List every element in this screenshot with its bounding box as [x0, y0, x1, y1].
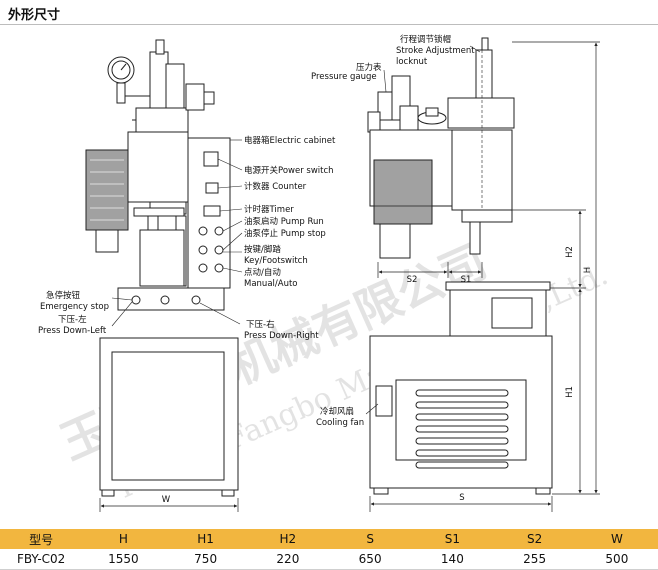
spec-cell: 1550 — [82, 549, 165, 570]
spec-header: H — [82, 529, 165, 549]
callout-cooling-en: Cooling fan — [316, 418, 364, 428]
front-motor — [85, 149, 129, 253]
front-view — [85, 39, 239, 497]
callout-pump-stop: 油泵停止 Pump stop — [244, 228, 326, 239]
table-row: FBY-C02 1550 750 220 650 140 255 500 — [0, 549, 658, 570]
callout-stroke-en: Stroke Adjustment — [396, 46, 475, 56]
callout-counter: 计数器 Counter — [244, 181, 307, 192]
spec-cell: 140 — [411, 549, 494, 570]
callout-emergency-cn: 急停按钮 — [46, 290, 81, 301]
spec-header: 型号 — [0, 529, 83, 549]
callout-power-switch: 电源开关Power switch — [244, 165, 334, 176]
pressure-gauge — [107, 56, 150, 104]
side-callout-lines — [365, 45, 481, 415]
spec-table-header-row: 型号 H H1 H2 S S1 S2 W — [0, 529, 658, 549]
side-view — [367, 37, 553, 495]
spec-header: W — [575, 529, 658, 549]
spec-header: H1 — [164, 529, 247, 549]
dimension-h-label: H — [583, 267, 593, 273]
spec-cell: 750 — [164, 549, 247, 570]
page-title: 外形尺寸 — [8, 8, 61, 23]
cooling-fan — [375, 379, 527, 469]
callout-manual-auto-en: Manual/Auto — [244, 279, 298, 289]
dimension-h1-label: H1 — [565, 386, 575, 398]
dimension-w-label: W — [162, 495, 171, 505]
spec-cell: 220 — [246, 549, 329, 570]
callout-stroke-cn: 行程调节锁帽 — [400, 34, 451, 45]
spec-header: S — [329, 529, 412, 549]
callout-cooling-cn: 冷却风扇 — [320, 406, 354, 417]
callout-pressure-gauge-en: Pressure gauge — [311, 72, 377, 82]
dimension-w: W — [99, 495, 239, 512]
callout-key-footswitch-cn: 按键/脚踏 — [244, 244, 281, 255]
electric-cabinet — [187, 137, 231, 289]
spec-header: S2 — [493, 529, 576, 549]
side-dimension-labels: S S2 S1 H2 H1 H — [407, 246, 593, 503]
callout-timer: 计时器Timer — [244, 204, 294, 215]
front-callout-lines — [111, 139, 243, 327]
machine-drawing: 玉环方博机械有限公司 Yuhuan Fangbo Machinery Co.,L… — [38, 34, 613, 512]
callout-press-right-cn: 下压-右 — [246, 319, 275, 330]
spec-cell: 650 — [329, 549, 412, 570]
callout-key-footswitch-en: Key/Footswitch — [244, 256, 308, 266]
dimension-s2-label: S2 — [407, 275, 418, 285]
spec-header: H2 — [246, 529, 329, 549]
callout-emergency-en: Emergency stop — [40, 302, 109, 312]
spec-cell: FBY-C02 — [0, 549, 83, 570]
callout-press-left-cn: 下压-左 — [58, 314, 87, 325]
spec-header: S1 — [411, 529, 494, 549]
callout-press-right-en: Press Down-Right — [244, 331, 319, 341]
spec-cell: 255 — [493, 549, 576, 570]
callout-press-left-en: Press Down-Left — [38, 326, 107, 336]
side-dimensions — [369, 41, 600, 512]
title-divider — [0, 24, 658, 25]
dimension-s-label: S — [459, 493, 464, 503]
dimension-s1-label: S1 — [461, 275, 472, 285]
callout-stroke-locknut: locknut — [396, 57, 428, 67]
callout-electric-cabinet: 电器箱Electric cabinet — [244, 135, 336, 146]
spec-table: 型号 H H1 H2 S S1 S2 W FBY-C02 1550 750 22… — [0, 529, 658, 570]
callout-pump-run: 油泵启动 Pump Run — [244, 216, 324, 227]
callout-manual-auto-cn: 点动/自动 — [244, 267, 281, 278]
side-callouts: 压力表 Pressure gauge 行程调节锁帽 Stroke Adjustm… — [311, 34, 475, 428]
spec-cell: 500 — [575, 549, 658, 570]
dimension-h2-label: H2 — [565, 246, 575, 258]
callout-pressure-gauge-cn: 压力表 — [356, 62, 382, 73]
front-callouts: 电器箱Electric cabinet 电源开关Power switch 计数器… — [38, 135, 336, 341]
